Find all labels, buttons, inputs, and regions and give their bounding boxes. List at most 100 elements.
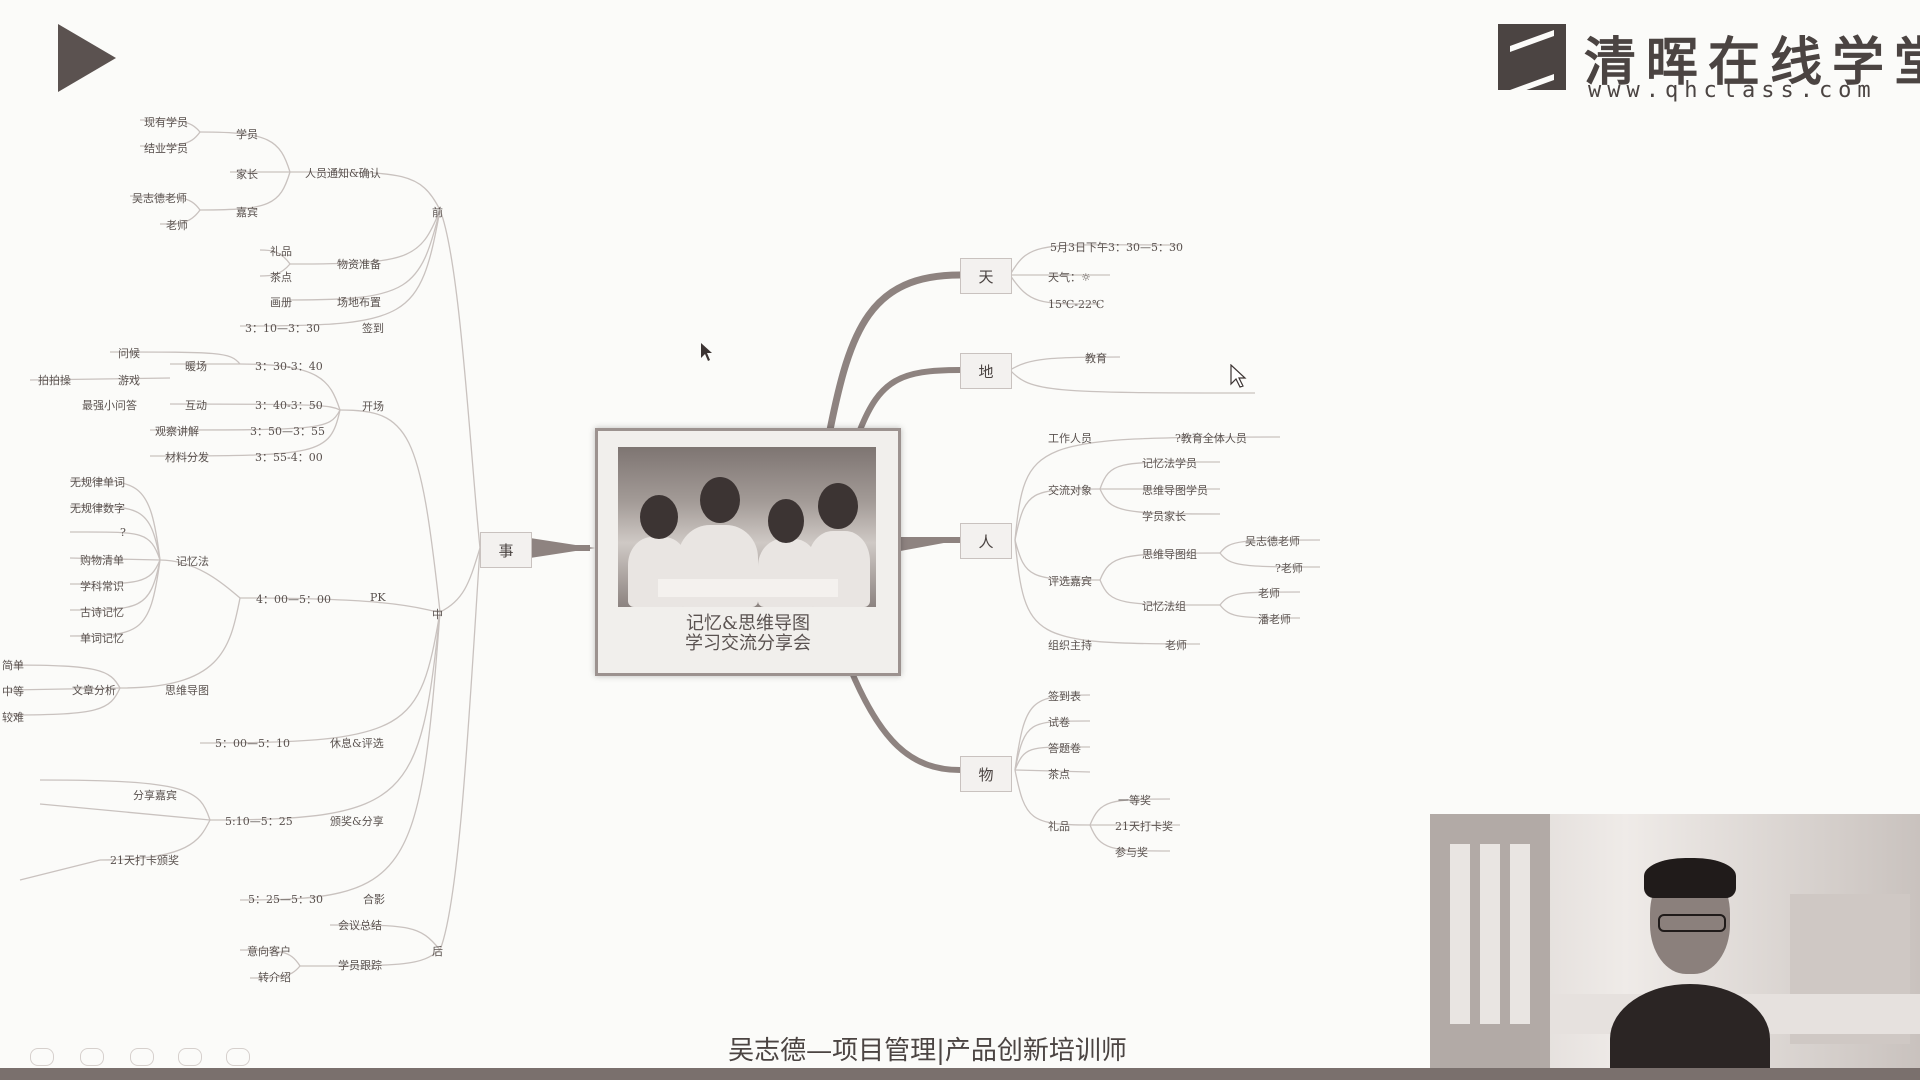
shi-handout: 材料分发 bbox=[165, 451, 209, 464]
video-caption: 吴志德—项目管理|产品创新培训师 bbox=[728, 1036, 1127, 1066]
shi-guest2: 老师 bbox=[166, 219, 188, 232]
shi-photo-time: 5：25—5：30 bbox=[248, 893, 323, 906]
shi-summary: 会议总结 bbox=[338, 919, 382, 932]
ren-staff: 工作人员 bbox=[1048, 432, 1092, 445]
shi-materials: 物资准备 bbox=[337, 258, 381, 271]
player-control-icon[interactable] bbox=[130, 1048, 154, 1066]
ren-staff-detail: ?教育全体人员 bbox=[1175, 432, 1247, 445]
cursor-pointer-icon bbox=[1230, 364, 1247, 388]
ren-host: 组织主持 bbox=[1048, 639, 1092, 652]
branch-wu[interactable]: 物 bbox=[960, 756, 1012, 792]
branch-shi[interactable]: 事 bbox=[480, 532, 532, 568]
shi-checkin-time: 3：10—3：30 bbox=[245, 322, 320, 335]
shi-level2: 中等 bbox=[2, 685, 24, 698]
wu-item4: 茶点 bbox=[1048, 768, 1070, 781]
shi-interact-time: 3：40-3：50 bbox=[255, 399, 323, 412]
ren-mind-judge1: 吴志德老师 bbox=[1245, 535, 1300, 548]
ren-aud3: 学员家长 bbox=[1142, 510, 1186, 523]
shi-punch: 21天打卡颁奖 bbox=[110, 854, 179, 867]
ren-aud2: 思维导图学员 bbox=[1142, 484, 1208, 497]
wu-gift3: 参与奖 bbox=[1115, 846, 1148, 859]
shi-checkin: 签到 bbox=[362, 322, 384, 335]
central-topic-title-line1: 记忆&思维导图 bbox=[685, 613, 811, 634]
player-control-icon[interactable] bbox=[226, 1048, 250, 1066]
webcam-overlay bbox=[1430, 814, 1920, 1080]
shi-mid: 中 bbox=[432, 608, 443, 621]
shi-mem-item5: 学科常识 bbox=[80, 580, 124, 593]
shi-mat2: 茶点 bbox=[270, 271, 292, 284]
brand-name: 清晖在线学堂 bbox=[1584, 32, 1920, 93]
shi-student2: 结业学员 bbox=[144, 142, 188, 155]
shi-warm: 暖场 bbox=[185, 360, 207, 373]
wu-gift: 礼品 bbox=[1048, 820, 1070, 833]
shi-pk-time: 4：00—5：00 bbox=[256, 593, 331, 606]
branch-di[interactable]: 地 bbox=[960, 353, 1012, 389]
shi-guest1: 吴志德老师 bbox=[132, 192, 187, 205]
wu-gift2: 21天打卡奖 bbox=[1115, 820, 1173, 833]
shi-post: 后 bbox=[432, 945, 443, 958]
shi-mem-item1: 无规律单词 bbox=[70, 476, 125, 489]
shi-warm1: 问候 bbox=[118, 347, 140, 360]
shi-pk: PK bbox=[370, 591, 386, 604]
tian-temp: 15℃-22℃ bbox=[1048, 298, 1105, 311]
shi-warm2: 游戏 bbox=[118, 374, 140, 387]
wu-item2: 试卷 bbox=[1048, 716, 1070, 729]
branch-ren[interactable]: 人 bbox=[960, 523, 1012, 559]
ren-mem-group: 记忆法组 bbox=[1142, 600, 1186, 613]
central-topic-title: 记忆&思维导图 学习交流分享会 bbox=[598, 614, 898, 654]
di-place: 教育 bbox=[1085, 352, 1107, 365]
shi-mindmap: 思维导图 bbox=[165, 684, 209, 697]
shi-share: 分享嘉宾 bbox=[133, 789, 177, 802]
shi-mem-item4: 购物清单 bbox=[80, 554, 124, 567]
brand-logo-icon bbox=[1498, 24, 1566, 97]
shi-rest: 休息&评选 bbox=[330, 737, 384, 750]
progress-bar[interactable] bbox=[0, 1068, 1920, 1080]
tian-time: 5月3日下午3：30—5：30 bbox=[1050, 241, 1183, 254]
shi-rest-time: 5：00—5：10 bbox=[215, 737, 290, 750]
central-topic[interactable]: 记忆&思维导图 学习交流分享会 bbox=[595, 428, 901, 676]
shi-interact-a: 最强小问答 bbox=[82, 399, 137, 412]
shi-level1: 简单 bbox=[2, 659, 24, 672]
shi-students: 学员 bbox=[236, 128, 258, 141]
branch-tian[interactable]: 天 bbox=[960, 258, 1012, 294]
shi-mem-item2: 无规律数字 bbox=[70, 502, 125, 515]
shi-mat1: 礼品 bbox=[270, 245, 292, 258]
shi-award-time: 5:10—5：25 bbox=[225, 815, 293, 828]
play-icon[interactable] bbox=[58, 24, 116, 92]
shi-warm2a: 拍拍操 bbox=[38, 374, 71, 387]
ren-mem-judge2: 潘老师 bbox=[1258, 613, 1291, 626]
shi-rules: 观察讲解 bbox=[155, 425, 199, 438]
player-control-icon[interactable] bbox=[178, 1048, 202, 1066]
ren-host-detail: 老师 bbox=[1165, 639, 1187, 652]
shi-mem-item6: 古诗记忆 bbox=[80, 606, 124, 619]
shi-photo: 合影 bbox=[363, 893, 385, 906]
player-control-icon[interactable] bbox=[30, 1048, 54, 1066]
shi-follow: 学员跟踪 bbox=[338, 959, 382, 972]
shi-guests: 嘉宾 bbox=[236, 206, 258, 219]
shi-level3: 较难 bbox=[2, 711, 24, 724]
shi-follow2: 转介绍 bbox=[258, 971, 291, 984]
shi-opening: 开场 bbox=[362, 400, 384, 413]
ren-aud1: 记忆法学员 bbox=[1142, 457, 1197, 470]
brand-logo-block: 清晖在线学堂 www.qhclass.com bbox=[1498, 18, 1920, 103]
shi-warm-time: 3：30-3：40 bbox=[255, 360, 323, 373]
ren-mind-group: 思维导图组 bbox=[1142, 548, 1197, 561]
player-control-icon[interactable] bbox=[80, 1048, 104, 1066]
shi-handout-time: 3：55-4：00 bbox=[255, 451, 323, 464]
wu-item3: 答题卷 bbox=[1048, 742, 1081, 755]
shi-venue: 画册 bbox=[270, 296, 292, 309]
shi-rules-time: 3：50—3：55 bbox=[250, 425, 325, 438]
shi-memory: 记忆法 bbox=[176, 555, 209, 568]
shi-mem-item3: ? bbox=[120, 526, 126, 539]
shi-setup: 场地布置 bbox=[337, 296, 381, 309]
ren-mem-judge1: 老师 bbox=[1258, 587, 1280, 600]
shi-parents: 家长 bbox=[236, 168, 258, 181]
ren-audience: 交流对象 bbox=[1048, 484, 1092, 497]
shi-article: 文章分析 bbox=[72, 684, 116, 697]
shi-interact: 互动 bbox=[185, 399, 207, 412]
shi-follow1: 意向客户 bbox=[247, 945, 291, 958]
cursor-icon bbox=[701, 343, 712, 361]
wu-gift1: 一等奖 bbox=[1118, 794, 1151, 807]
ren-judges: 评选嘉宾 bbox=[1048, 575, 1092, 588]
